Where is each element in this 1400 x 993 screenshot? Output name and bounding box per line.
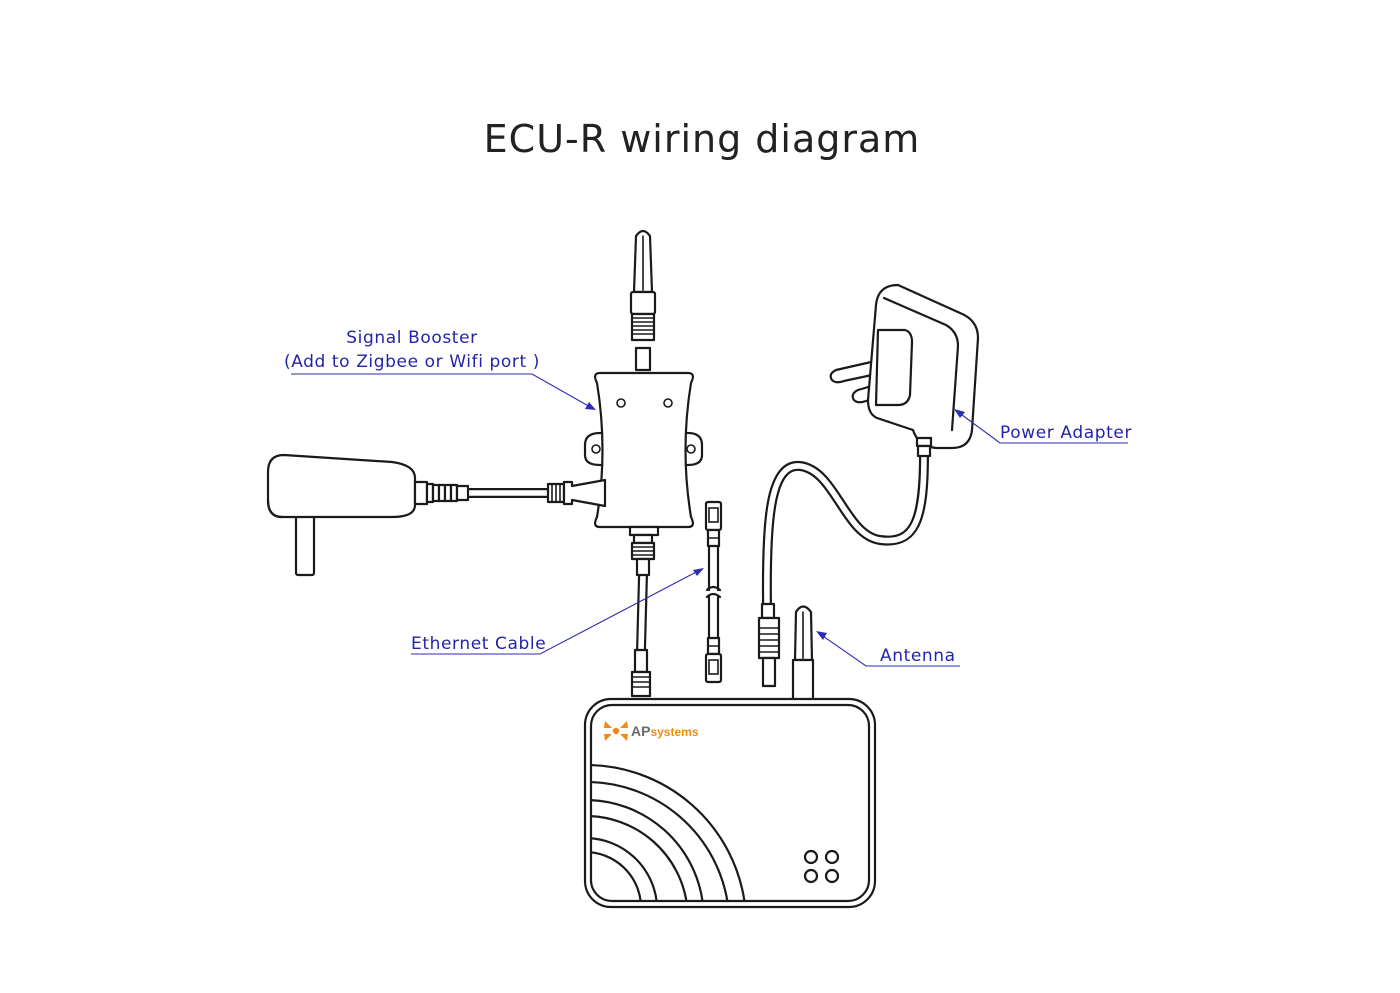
diagram-title: ECU-R wiring diagram xyxy=(484,117,921,161)
power-adapter-cable xyxy=(761,450,929,609)
apsystems-logo: APsystems xyxy=(604,721,699,741)
ecu-swirl-graphic xyxy=(591,763,747,901)
power-adapter-callout: Power Adapter xyxy=(954,409,1132,444)
ecu-antenna xyxy=(791,605,815,702)
svg-text:APsystems: APsystems xyxy=(631,723,699,739)
antenna-callout: Antenna xyxy=(816,631,960,667)
ecu-r-unit xyxy=(583,697,877,909)
signal-booster-callout: Signal Booster (Add to Zigbee or Wifi po… xyxy=(284,328,596,410)
signal-booster xyxy=(583,371,704,577)
power-adapter xyxy=(829,283,980,458)
ethernet-cable-label: Ethernet Cable xyxy=(411,634,546,654)
dc-power-plug xyxy=(757,602,781,688)
ethernet-cable-callout: Ethernet Cable xyxy=(411,568,704,655)
brand-prefix: AP xyxy=(631,723,650,739)
booster-antenna xyxy=(629,229,657,372)
booster-power-adapter xyxy=(266,453,607,577)
ethernet-cable xyxy=(704,500,723,684)
power-adapter-label: Power Adapter xyxy=(1000,423,1132,443)
ecu-coax-connector xyxy=(630,648,652,698)
ecu-status-leds xyxy=(803,849,840,884)
antenna-label: Antenna xyxy=(880,646,956,666)
booster-coax-cable xyxy=(636,570,648,655)
brand-suffix: systems xyxy=(650,725,698,739)
signal-booster-label: Signal Booster xyxy=(346,328,477,348)
signal-booster-sublabel: (Add to Zigbee or Wifi port ) xyxy=(284,352,540,372)
